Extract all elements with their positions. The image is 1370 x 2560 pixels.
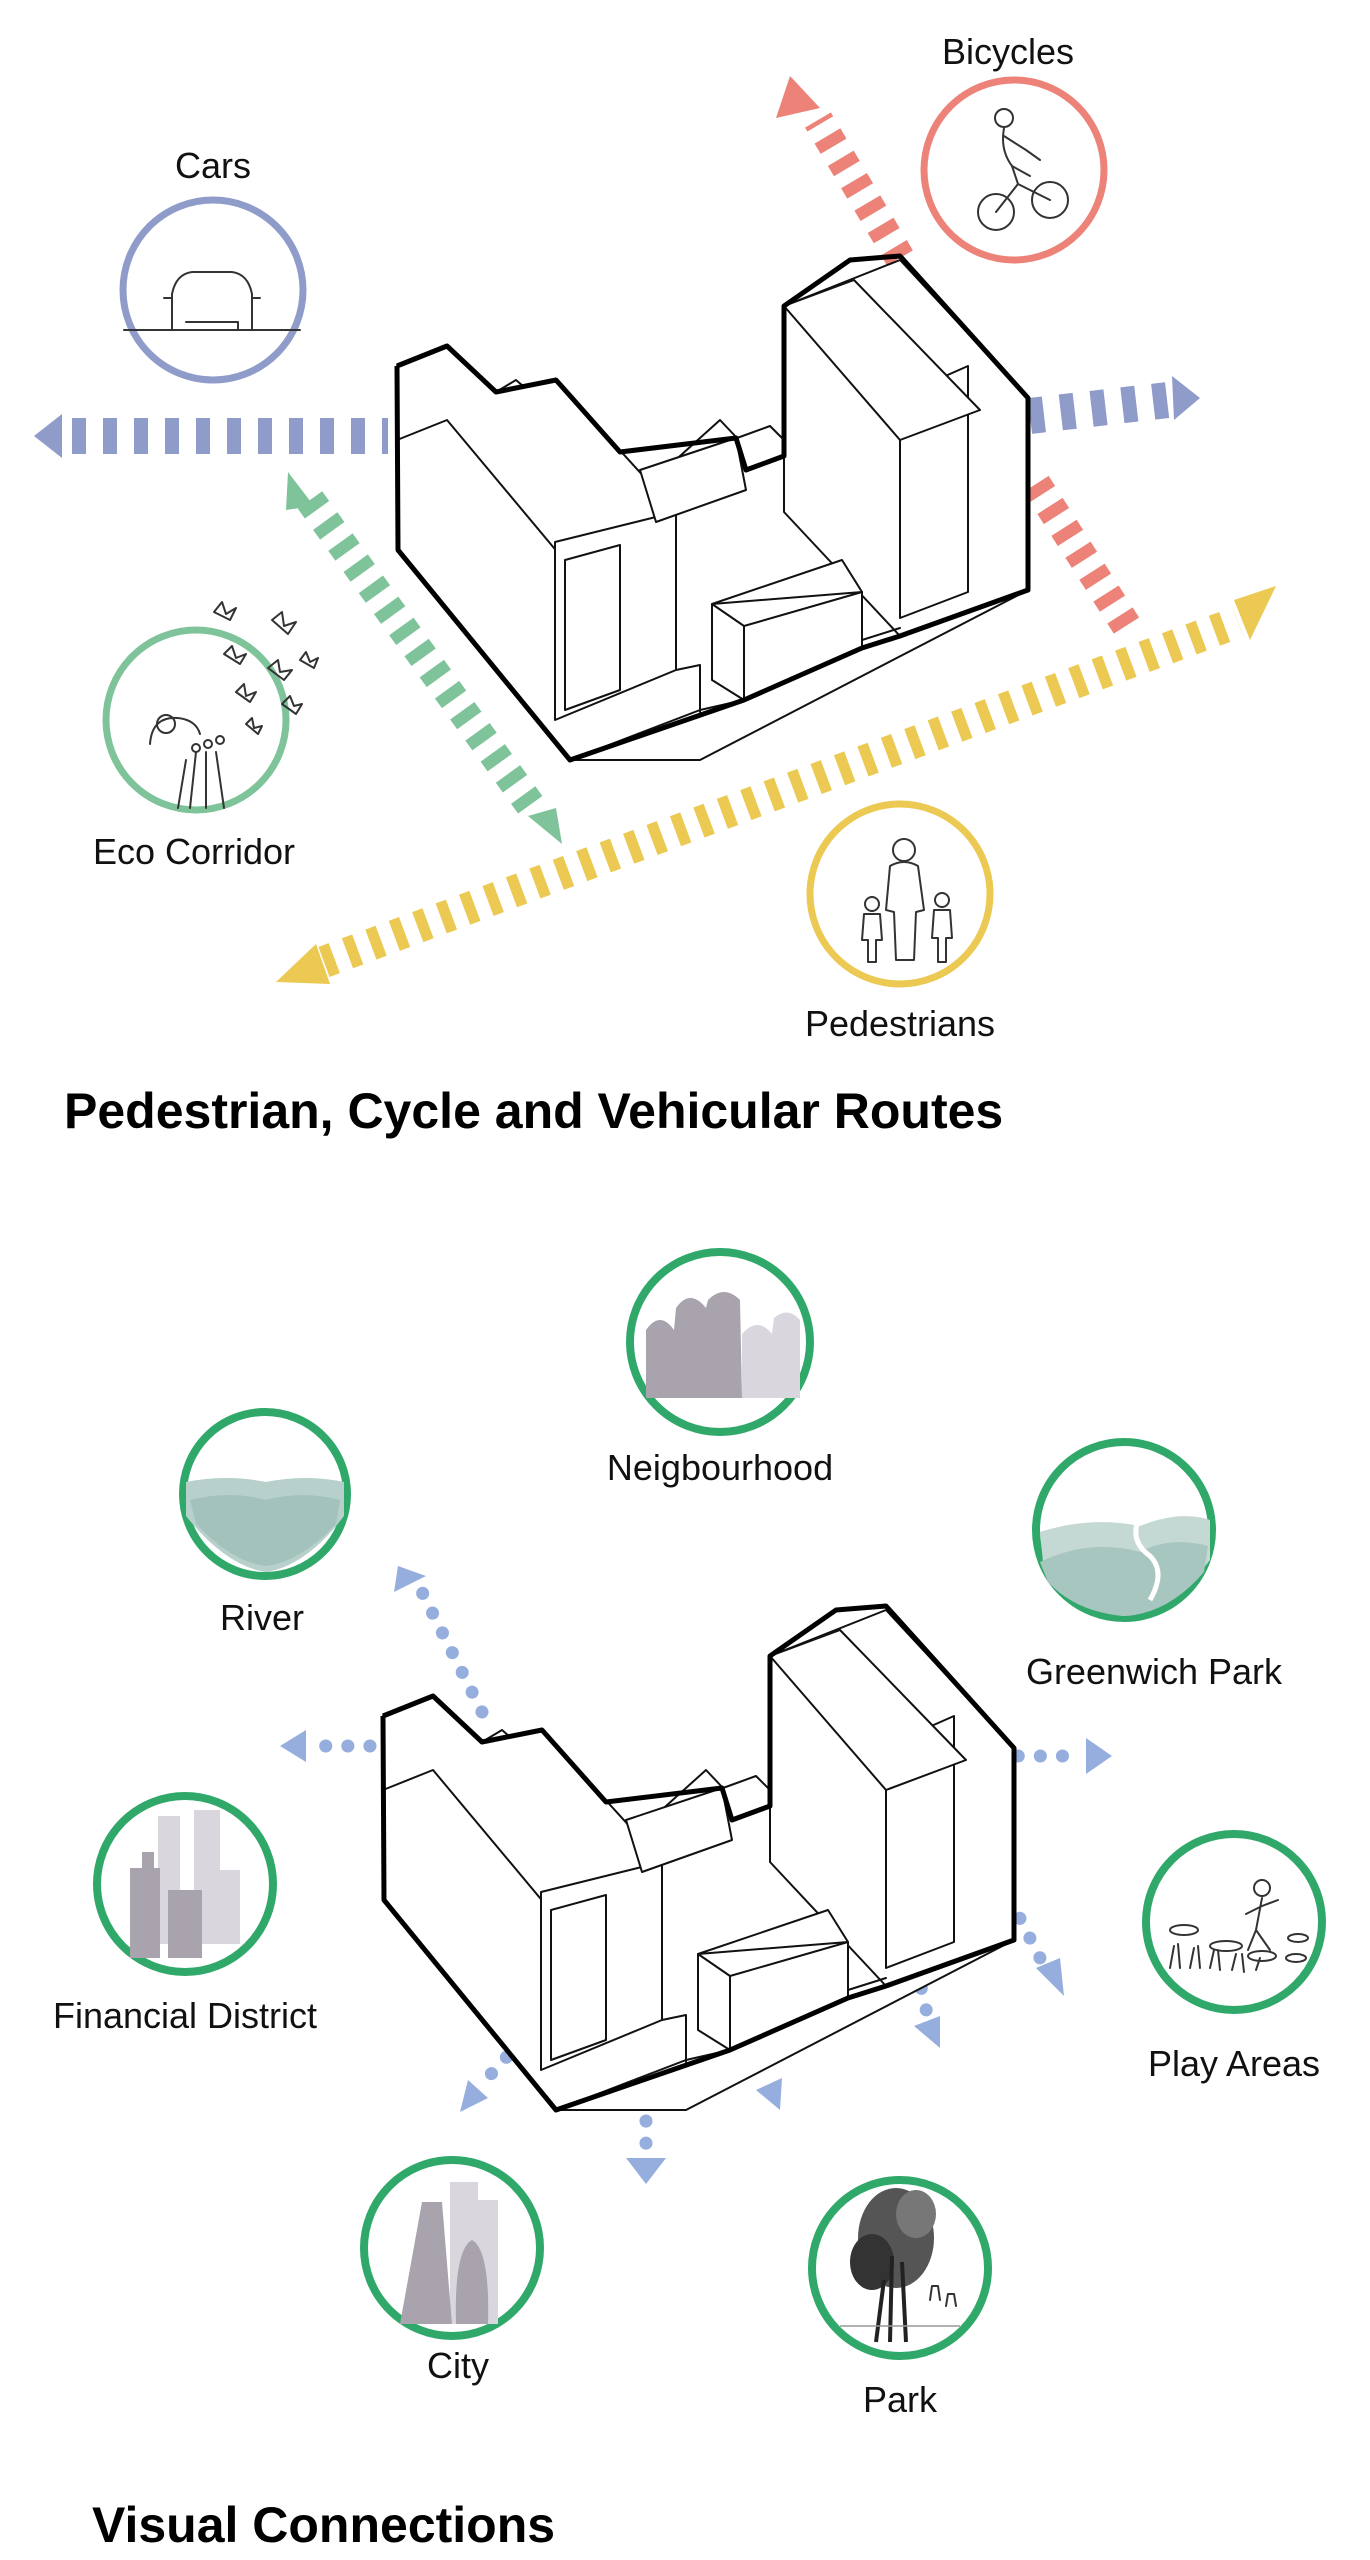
park-circle <box>808 2176 992 2360</box>
neighbourhood-label: Neigbourhood <box>607 1447 833 1488</box>
river-circle <box>179 1408 351 1580</box>
play-area-icon <box>1169 1879 1309 1973</box>
bicycles-label: Bicycles <box>942 31 1074 72</box>
pedestrians-label: Pedestrians <box>805 1003 995 1044</box>
park-label: Park <box>863 2379 938 2420</box>
greenwich-park-label: Greenwich Park <box>1026 1651 1283 1692</box>
skyline-icon <box>130 1810 240 1958</box>
eco-route-arrow <box>286 472 562 844</box>
cyclist-icon <box>977 108 1069 231</box>
financial-district-label: Financial District <box>53 1995 317 2036</box>
cars-route-arrow <box>34 376 1200 458</box>
bicycles-circle <box>920 76 1108 264</box>
visual-connections-diagram: Neigbourhood River Greenwich Park <box>53 1248 1326 2553</box>
city-label: City <box>427 2345 489 2386</box>
neighbourhood-circle <box>626 1248 814 1436</box>
cars-circle <box>119 196 307 384</box>
pedestrians-circle <box>806 800 994 988</box>
eco-corridor-label: Eco Corridor <box>93 831 295 872</box>
play-circle <box>1142 1830 1326 2014</box>
building-massing-2 <box>383 1606 1014 2110</box>
city-towers-icon <box>400 2182 498 2324</box>
routes-title: Pedestrian, Cycle and Vehicular Routes <box>64 1083 1003 1139</box>
tree-icon <box>840 2188 960 2343</box>
city-circle <box>360 2156 544 2340</box>
pedestrians-route-arrow <box>276 586 1276 984</box>
river-icon <box>186 1478 344 1572</box>
greenwich-circle <box>1032 1438 1216 1622</box>
butterflies-icon <box>149 601 319 809</box>
financial-circle <box>93 1792 277 1976</box>
play-areas-label: Play Areas <box>1148 2043 1320 2084</box>
river-label: River <box>220 1597 304 1638</box>
car-icon <box>123 271 301 331</box>
building-massing <box>397 256 1028 760</box>
view-arrow-river <box>413 1581 489 1719</box>
cars-label: Cars <box>175 145 251 186</box>
neighbourhood-icon <box>646 1292 800 1398</box>
eco-circle <box>102 601 319 814</box>
hills-icon <box>1040 1514 1210 1616</box>
bicycles-route-arrow <box>776 76 1141 637</box>
view-arrowheads <box>280 1566 1112 2184</box>
family-icon <box>861 838 953 963</box>
routes-diagram: Cars Bicycles <box>34 31 1276 1139</box>
visual-connections-title: Visual Connections <box>92 2497 555 2553</box>
